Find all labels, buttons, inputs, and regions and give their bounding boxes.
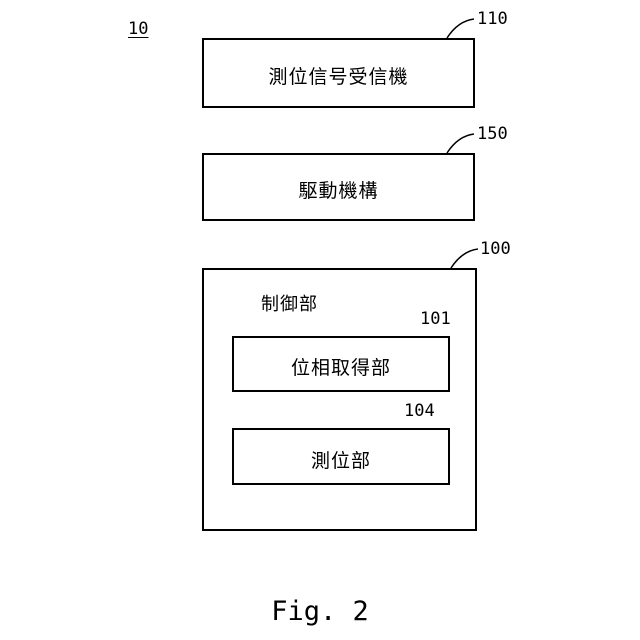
drive-label: 駆動機構 (204, 176, 473, 203)
positioning-label: 測位部 (234, 446, 448, 473)
controller-label: 制御部 (261, 290, 318, 316)
leader-line-100 (451, 249, 478, 268)
positioning-block: 測位部 (232, 428, 450, 485)
phase-acquisition-label: 位相取得部 (234, 353, 448, 380)
phase-acquisition-block: 位相取得部 (232, 336, 450, 392)
controller-reference-number: 100 (480, 239, 511, 259)
leader-line-150 (447, 134, 474, 153)
leader-line-110 (447, 19, 474, 38)
controller-block: 制御部 (202, 268, 477, 531)
drive-reference-number: 150 (477, 124, 508, 144)
figure-caption: Fig. 2 (0, 596, 640, 627)
receiver-block: 測位信号受信機 (202, 38, 475, 108)
drive-block: 駆動機構 (202, 153, 475, 221)
receiver-reference-number: 110 (477, 9, 508, 29)
phase-acquisition-reference-number: 101 (420, 309, 451, 329)
receiver-label: 測位信号受信機 (204, 62, 473, 89)
positioning-reference-number: 104 (404, 401, 435, 421)
